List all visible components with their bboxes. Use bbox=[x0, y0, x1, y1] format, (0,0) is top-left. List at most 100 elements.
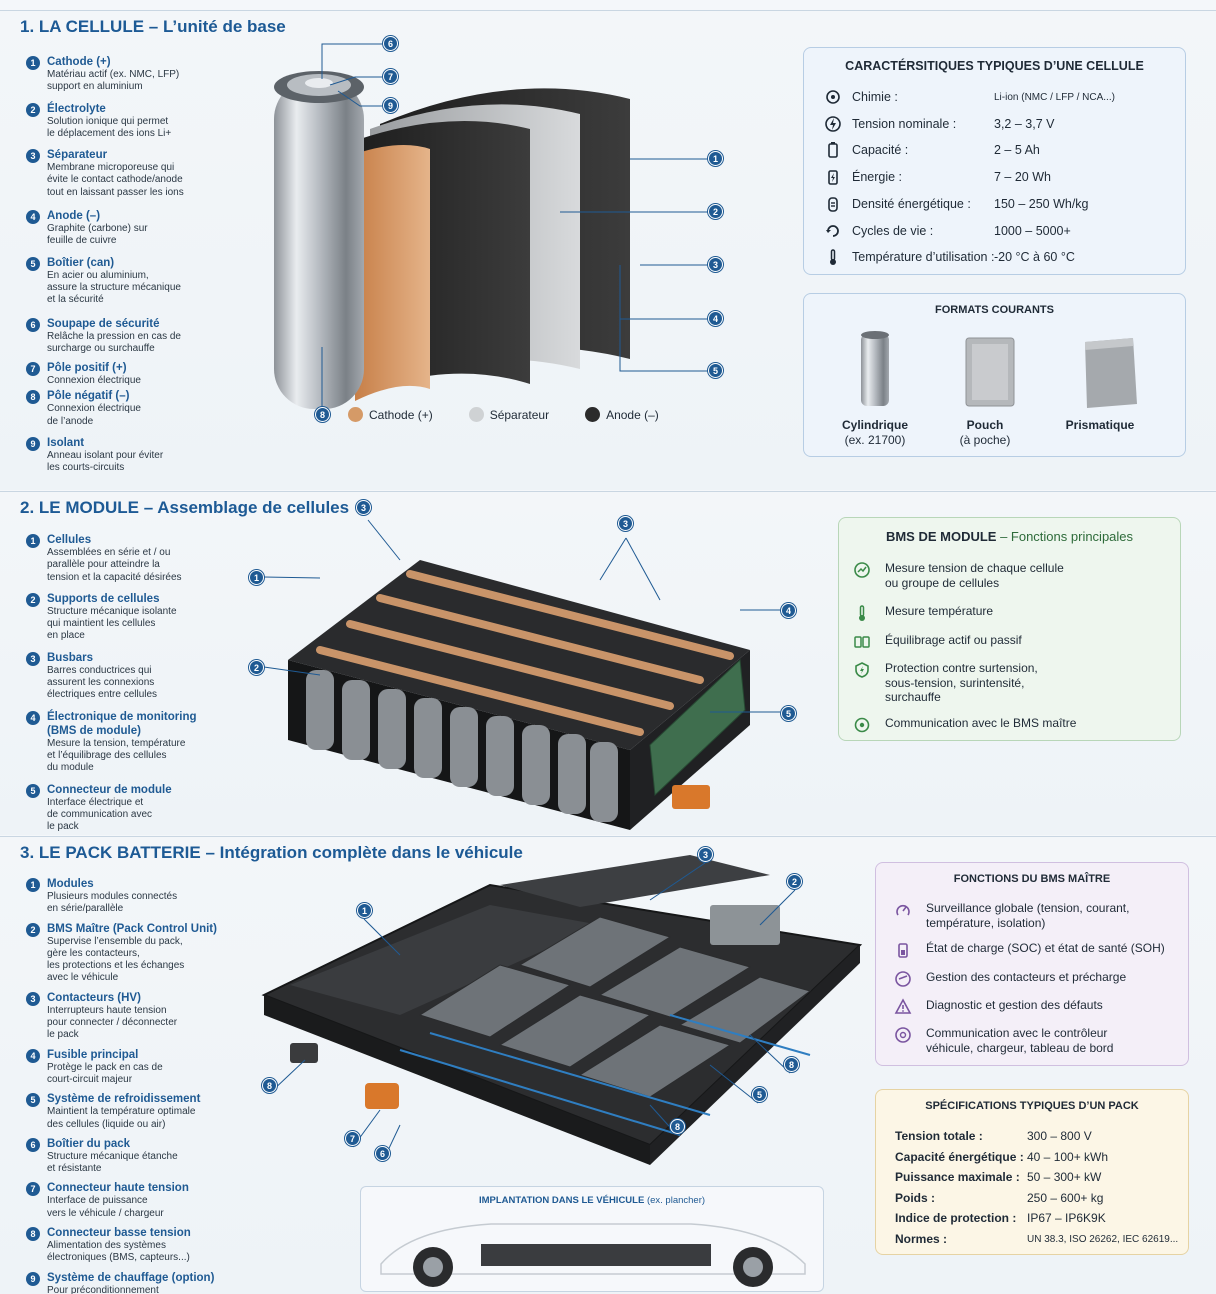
module-part-item-desc: et l’équilibrage des cellules bbox=[47, 749, 167, 761]
pack-part-item-desc: Interface de puissance bbox=[47, 1195, 148, 1207]
cell-part-item-desc: Membrane microporeuse qui bbox=[47, 162, 175, 174]
cell-part-item-desc: En acier ou aluminium, bbox=[47, 269, 149, 281]
cathode-sheet bbox=[355, 145, 430, 401]
format-name: Pouch bbox=[966, 418, 1004, 432]
pack-part-item-desc: Supervise l’ensemble du pack, bbox=[47, 935, 183, 947]
module-part-item-desc: Structure mécanique isolante bbox=[47, 605, 177, 617]
pack-part-item-desc: vers le véhicule / chargeur bbox=[47, 1207, 164, 1219]
section-title-pack: 3. LE PACK BATTERIE – Intégration complè… bbox=[20, 843, 523, 862]
module-callout-2: 2 bbox=[249, 660, 264, 675]
format-sub: (ex. 21700) bbox=[844, 433, 906, 447]
module-part-item-title: Busbars bbox=[47, 651, 94, 664]
cell-part-item-title: Boîtier (can) bbox=[47, 256, 115, 269]
pack-callout-5: 5 bbox=[752, 1087, 767, 1102]
pack-hv-connector bbox=[365, 1083, 399, 1109]
thermometer-icon bbox=[853, 604, 873, 624]
pack-spec-row: Poids :250 – 600+ kg bbox=[895, 1191, 1103, 1205]
pack-spec-row: Puissance maximale :50 – 300+ kW bbox=[895, 1170, 1101, 1184]
vehicle-inset-title: IMPLANTATION DANS LE VÉHICULE (ex. planc… bbox=[361, 1195, 823, 1206]
module-part-item-desc: Interface électrique et bbox=[47, 796, 144, 808]
module-bms-title-rest: – Fonctions principales bbox=[996, 529, 1134, 544]
module-part-item-desc: Barres conductrices qui bbox=[47, 664, 152, 676]
positive-terminal bbox=[305, 78, 333, 88]
pack-part-number-badge: 4 bbox=[26, 1048, 40, 1063]
cell-spec-label: Température d’utilisation : bbox=[852, 250, 995, 265]
pack-part-item-desc: des cellules (liquide ou air) bbox=[47, 1118, 166, 1130]
pack-part-item-title: BMS Maître (Pack Control Unit) bbox=[47, 922, 217, 935]
pack-spec-label: Puissance maximale : bbox=[895, 1170, 1020, 1185]
pack-part-item-desc: court-circuit majeur bbox=[47, 1073, 133, 1085]
cell-part-item-desc: feuille de cuivre bbox=[47, 235, 117, 247]
cell-part-item-desc: assure la structure mécanique bbox=[47, 281, 181, 293]
pack-spec-label: Capacité énergétique : bbox=[895, 1149, 1024, 1164]
legend-anode: Anode (–) bbox=[606, 407, 659, 422]
module-bms-line: Communication avec le BMS maître bbox=[885, 716, 1077, 730]
module-part-item-desc: assurent les connexions bbox=[47, 677, 155, 689]
format-label-2: Prismatique bbox=[1049, 418, 1151, 433]
module-part-item-title-2: (BMS de module) bbox=[47, 724, 141, 737]
format-name: Cylindrique bbox=[841, 418, 908, 432]
module-part-item-title: Supports de cellules bbox=[47, 592, 160, 605]
thermometer-icon bbox=[824, 248, 842, 266]
density-icon bbox=[824, 195, 842, 213]
cell-illustration bbox=[274, 43, 708, 419]
callout-3: 3 bbox=[708, 257, 723, 272]
pack-part-item-desc: électroniques (BMS, capteurs...) bbox=[47, 1252, 190, 1264]
module-part-item-desc: en place bbox=[47, 630, 85, 642]
module-bms-line: surchauffe bbox=[885, 690, 941, 704]
cylindrical-cell-icon bbox=[861, 331, 889, 406]
module-bms-line: Protection contre surtension, bbox=[885, 661, 1038, 675]
pack-bms-text: Surveillance globale (tension, courant,t… bbox=[926, 901, 1129, 930]
module-bms-title: BMS DE MODULE – Fonctions principales bbox=[839, 529, 1180, 544]
cell-part-item-desc: Anneau isolant pour éviter bbox=[47, 450, 164, 462]
communication-icon bbox=[853, 716, 873, 736]
pack-lv-connector bbox=[290, 1043, 318, 1063]
layer-legend: Cathode (+) Séparateur Anode (–) bbox=[348, 407, 659, 422]
pack-bms-row: Surveillance globale (tension, courant,t… bbox=[894, 901, 1184, 930]
module-part-item-desc: tension et la capacité désirées bbox=[47, 571, 182, 583]
module-callout-3b: 3 bbox=[618, 516, 633, 531]
cell-part-number-badge: 5 bbox=[26, 256, 40, 271]
module-bms-text: Mesure température bbox=[885, 604, 993, 619]
vehicle-battery-pack bbox=[481, 1244, 711, 1266]
module-bms-title-bold: BMS DE MODULE bbox=[885, 529, 997, 544]
pack-part-item-desc: Maintient la température optimale bbox=[47, 1106, 196, 1118]
cell-part-item-desc: tout en laissant passer les ions bbox=[47, 186, 184, 198]
section-title-module: 2. LE MODULE – Assemblage de cellules bbox=[20, 498, 350, 517]
contactor-icon bbox=[894, 970, 914, 990]
module-part-number-badge: 5 bbox=[26, 783, 40, 798]
format-label-1: Pouch(à poche) bbox=[934, 418, 1036, 448]
cell-spec-row: Tension nominale :3,2 – 3,7 V bbox=[824, 115, 1054, 133]
module-callout-4: 4 bbox=[781, 603, 796, 618]
module-bms-line: ou groupe de cellules bbox=[885, 575, 1000, 590]
module-bms-line: sous-tension, surintensité, bbox=[885, 675, 1025, 690]
cell-spec-value: 3,2 – 3,7 V bbox=[994, 116, 1055, 131]
pack-spec-value: IP67 – IP6K9K bbox=[1027, 1211, 1106, 1226]
section-title-cell: 1. LA CELLULE – L’unité de base bbox=[20, 17, 286, 36]
master-bms-panel: FONCTIONS DU BMS MAÎTRE Surveillance glo… bbox=[875, 862, 1189, 1066]
pack-master-bms bbox=[710, 905, 780, 945]
module-bms-text: Communication avec le BMS maître bbox=[885, 716, 1076, 731]
legend-swatch-cathode bbox=[348, 407, 363, 422]
module-callout-1: 1 bbox=[249, 570, 264, 585]
module-part-item-desc: Assemblées en série et / ou bbox=[47, 547, 171, 558]
pack-part-item-desc: pour connecter / déconnecter bbox=[47, 1017, 178, 1029]
cell-part-item-desc: évite le contact cathode/anode bbox=[47, 174, 183, 186]
pack-bms-line: Communication avec le contrôleur bbox=[926, 1026, 1108, 1040]
chemistry-icon bbox=[824, 88, 842, 106]
cell-part-item-desc: Relâche la pression en cas de bbox=[47, 330, 181, 342]
cell-spec-value: 150 – 250 Wh/kg bbox=[994, 196, 1089, 211]
pack-part-number-badge: 7 bbox=[26, 1182, 40, 1197]
module-part-item-desc: Mesure la tension, température bbox=[47, 737, 186, 749]
pack-part-number-badge: 9 bbox=[26, 1271, 40, 1286]
energy-icon bbox=[824, 168, 842, 186]
module-illustration bbox=[263, 519, 780, 830]
